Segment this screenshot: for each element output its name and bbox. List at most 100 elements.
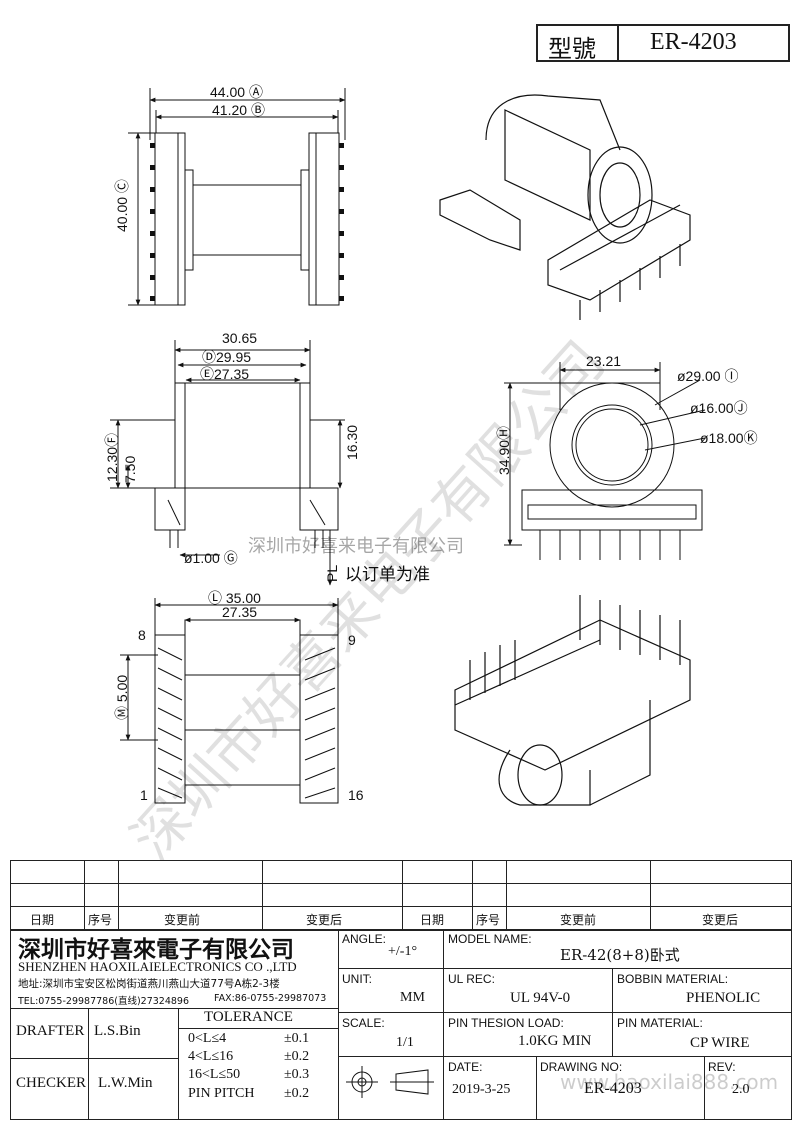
- company-fax: FAX:86-0755-29987073: [214, 993, 327, 1004]
- pl-note: 以订单为准: [345, 565, 430, 585]
- pin-16: 16: [348, 787, 364, 803]
- pin-1: 1: [140, 787, 148, 803]
- unit-label: UNIT:: [342, 972, 372, 986]
- checker-name: L.W.Min: [98, 1075, 153, 1091]
- pin-8: 8: [138, 627, 146, 643]
- model-name-label: MODEL NAME:: [448, 932, 532, 946]
- ul-value: UL 94V-0: [510, 990, 571, 1006]
- dim-g: ø1.00 Ⓖ: [184, 550, 238, 566]
- rev-vline-1: [84, 860, 85, 930]
- tol-range-2: 4<L≤16: [188, 1049, 234, 1064]
- end-view: [504, 362, 706, 560]
- dim-c: 40.00 Ⓒ: [114, 179, 130, 232]
- scale-value: 1/1: [396, 1035, 414, 1050]
- rev-vline-3: [262, 860, 263, 930]
- rev-header-no-2: 序号: [476, 913, 501, 927]
- tb-vline-company: [338, 930, 339, 1120]
- dim-i: ø29.00 Ⓘ: [677, 368, 739, 384]
- tb-vline-spec-3: [536, 1056, 537, 1120]
- rev-header-before-1: 变更前: [164, 913, 201, 927]
- dim-e: Ⓔ27.35: [200, 366, 250, 382]
- drafter-name: L.S.Bin: [94, 1023, 141, 1039]
- model-label: 型號: [548, 35, 596, 63]
- dim-a: 44.00 Ⓐ: [210, 84, 263, 100]
- tb-vline-people-1: [88, 1008, 89, 1120]
- dim-b: 41.20 Ⓑ: [212, 102, 265, 118]
- rev-hline-1: [10, 883, 792, 884]
- rev-header-after-1: 变更后: [306, 913, 343, 927]
- top-view: [128, 88, 346, 306]
- pin-material-value: CP WIRE: [690, 1035, 750, 1051]
- model-title-divider: [617, 24, 619, 62]
- rev-value: 2.0: [732, 1082, 750, 1097]
- dim-f: 12.30Ⓕ: [104, 432, 120, 482]
- side-view: [110, 340, 345, 586]
- tb-hline-company: [10, 1008, 338, 1009]
- tol-range-4: PIN PITCH: [188, 1086, 255, 1101]
- drafter-label: DRAFTER: [16, 1023, 85, 1039]
- title-block: [10, 930, 792, 1120]
- model-name-value: ER-42(8+8)卧式: [560, 946, 680, 964]
- company-tel: TEL:0755-29987786(直线)27324896: [18, 996, 190, 1007]
- tol-range-3: 16<L≤50: [188, 1067, 241, 1082]
- pin-material-label: PIN MATERIAL:: [617, 1016, 703, 1030]
- rev-vline-7: [650, 860, 651, 930]
- company-name-en: SHENZHEN HAOXILAIELECTRONICS CO .,LTD: [18, 959, 297, 974]
- tb-vline-people-2: [178, 1008, 179, 1120]
- iso-view-top: [439, 94, 691, 320]
- bobbin-value: PHENOLIC: [686, 990, 761, 1006]
- ul-label: UL REC:: [448, 972, 495, 986]
- tolerance-title: TOLERANCE: [204, 1009, 293, 1025]
- dim-m: Ⓜ 5.00: [114, 674, 130, 720]
- dim-end-width: 23.21: [586, 353, 622, 369]
- load-label: PIN THESION LOAD:: [448, 1016, 564, 1030]
- tol-value-3: ±0.3: [284, 1067, 310, 1082]
- rev-label: REV:: [708, 1060, 736, 1074]
- rev-vline-6: [506, 860, 507, 930]
- bottom-view: [120, 598, 339, 804]
- technical-drawing: [110, 88, 706, 806]
- date-label: DATE:: [448, 1060, 483, 1074]
- rev-header-no-1: 序号: [88, 913, 113, 927]
- model-value: ER-4203: [650, 29, 737, 55]
- tb-hline-spec-2: [338, 1012, 792, 1013]
- dim-h2: 16.30: [344, 424, 360, 460]
- watermark-bottom: www.haoxilai888.com: [560, 1070, 779, 1094]
- tol-range-1: 0<L≤4: [188, 1031, 227, 1046]
- angle-label: ANGLE:: [342, 932, 387, 946]
- unit-value: MM: [400, 990, 425, 1005]
- rev-header-date-2: 日期: [420, 913, 445, 927]
- tb-hline-spec-3: [338, 1056, 792, 1057]
- date-value: 2019-3-25: [452, 1082, 511, 1097]
- drawing-no-value: ER-4203: [584, 1080, 642, 1097]
- tb-vline-spec-1: [443, 930, 444, 1120]
- bobbin-label: BOBBIN MATERIAL:: [617, 972, 729, 986]
- rev-header-after-2: 变更后: [702, 913, 739, 927]
- pin-9: 9: [348, 632, 356, 648]
- rev-header-date-1: 日期: [30, 913, 55, 927]
- projection-symbol-icon: [346, 1066, 434, 1098]
- watermark-center: 深圳市好喜来电子有限公司: [248, 536, 464, 557]
- dim-d: Ⓓ29.95: [202, 349, 252, 365]
- tol-value-4: ±0.2: [284, 1086, 310, 1101]
- company-address: 地址:深圳市宝安区松岗街道燕川燕山大道77号A栋2-3楼: [18, 978, 280, 990]
- scale-label: SCALE:: [342, 1016, 385, 1030]
- revision-table: [10, 860, 792, 930]
- company-name-cn: 深圳市好喜來電子有限公司: [18, 936, 294, 963]
- dim-h1: 7.50: [122, 455, 138, 483]
- model-title-box: [536, 24, 790, 62]
- dim-l: Ⓛ 35.00: [208, 590, 261, 606]
- iso-view-bottom: [454, 595, 691, 806]
- rev-hline-2: [10, 906, 792, 907]
- tb-hline-spec-1: [338, 968, 792, 969]
- dim-k: ø18.00Ⓚ: [700, 430, 758, 446]
- tol-value-1: ±0.1: [284, 1031, 310, 1046]
- rev-header-before-2: 变更前: [560, 913, 597, 927]
- drawing-no-label: DRAWING NO:: [540, 1060, 623, 1074]
- tol-value-2: ±0.2: [284, 1049, 310, 1064]
- dim-j: ø16.00Ⓙ: [690, 400, 748, 416]
- tb-hline-people: [10, 1058, 178, 1059]
- rev-vline-4: [402, 860, 403, 930]
- tb-vline-spec-4: [704, 1056, 705, 1120]
- dim-bottom-inner: 27.35: [222, 604, 258, 620]
